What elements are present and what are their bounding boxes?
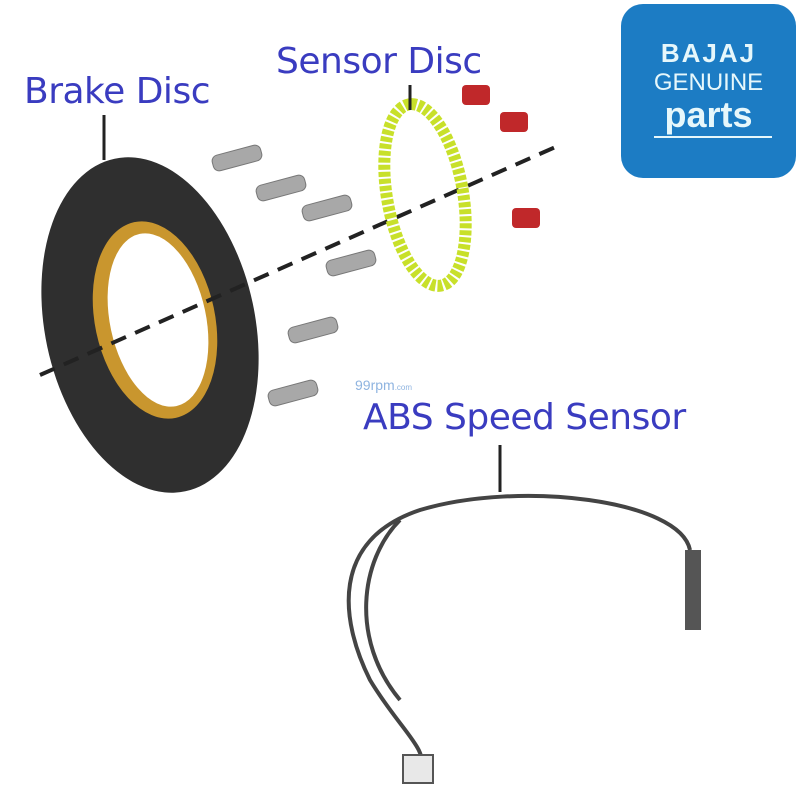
logo-brand: BAJAJ — [660, 38, 757, 68]
watermark: 99rpm.com — [355, 378, 412, 392]
sensor-disc — [378, 98, 472, 292]
bajaj-genuine-parts-logo: BAJAJ GENUINE parts — [621, 4, 796, 178]
logo-parts: parts — [664, 94, 753, 135]
bolts — [211, 144, 377, 407]
abs-speed-sensor — [346, 493, 701, 784]
brake-disc-label: Brake Disc — [24, 71, 211, 112]
watermark-suffix: .com — [394, 383, 413, 392]
logo-underline — [654, 136, 772, 138]
watermark-text: 99rpm — [355, 377, 395, 393]
abs-speed-sensor-label: ABS Speed Sensor — [363, 397, 686, 438]
brake-disc — [41, 157, 259, 493]
red-screws — [462, 85, 540, 228]
axis-line — [39, 143, 561, 377]
logo-genuine: GENUINE — [653, 69, 764, 96]
sensor-disc-label: Sensor Disc — [276, 41, 482, 82]
